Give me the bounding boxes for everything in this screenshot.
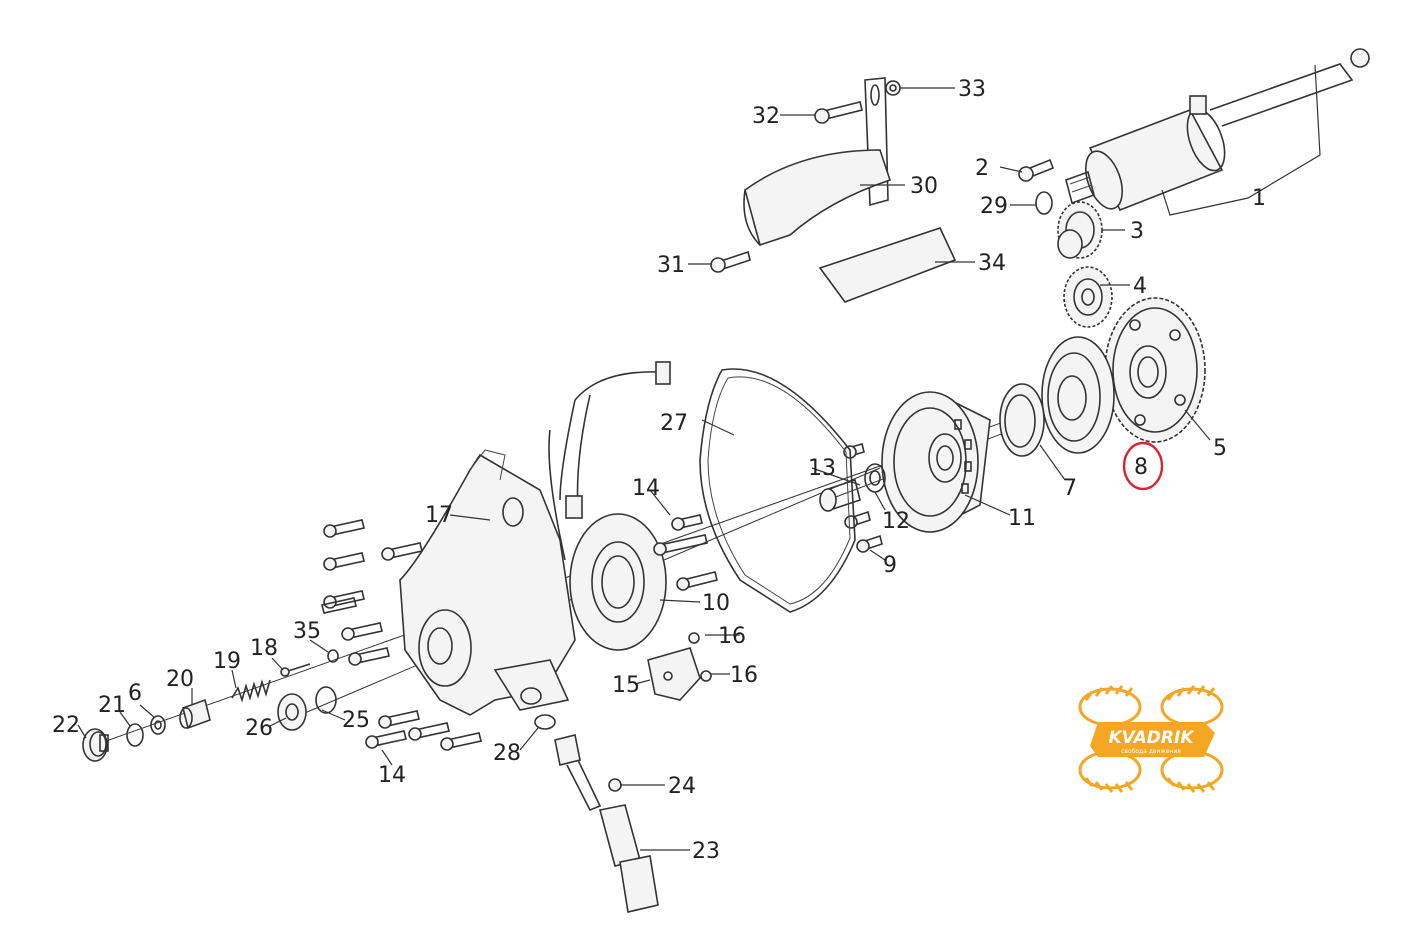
callout-23: 23 (692, 839, 720, 864)
callout-3: 3 (1130, 219, 1144, 244)
bolt-24 (608, 778, 622, 792)
o-ring-29 (1035, 191, 1053, 215)
bolt-2 (1018, 158, 1055, 182)
callout-25: 25 (342, 708, 370, 733)
bracket-15 (647, 647, 701, 701)
callout-26: 26 (245, 716, 273, 741)
callout-32: 32 (752, 104, 780, 129)
callout-35: 35 (293, 619, 321, 644)
o-ring-25 (315, 686, 337, 714)
callout-24: 24 (668, 774, 696, 799)
callout-labels: 1 2 3 4 5 6 7 8 9 10 11 12 13 14 14 15 1… (52, 77, 1266, 864)
spacer-ring-7 (999, 383, 1045, 457)
callout-30: 30 (910, 174, 938, 199)
highlight-circle-callout-8 (1122, 441, 1164, 491)
bolt-32 (814, 101, 863, 124)
callout-31: 31 (657, 253, 685, 278)
kvadrik-logo: KVADRIK свобода движения (1078, 685, 1224, 793)
heat-shield-assembly (710, 77, 957, 303)
callout-4: 4 (1133, 274, 1147, 299)
nut-33 (885, 80, 901, 96)
callout-19: 19 (213, 649, 241, 674)
callout-33: 33 (958, 77, 986, 102)
callout-21: 21 (98, 693, 126, 718)
washer-35 (327, 649, 339, 663)
o-ring-28 (534, 714, 556, 730)
logo-body (1090, 722, 1215, 757)
sleeve-20 (179, 698, 211, 730)
bolts-9 (844, 510, 883, 553)
callout-13: 13 (808, 456, 836, 481)
callout-16-lower: 16 (730, 663, 758, 688)
reduction-gear-4 (1063, 266, 1113, 328)
bolts-16 (688, 632, 712, 682)
starter-driven-gear-5 (1104, 297, 1206, 443)
plug-22 (82, 728, 109, 762)
callout-11: 11 (1008, 506, 1036, 531)
callout-10: 10 (702, 591, 730, 616)
callout-9: 9 (883, 553, 897, 578)
callout-22: 22 (52, 713, 80, 738)
logo-name: KVADRIK (1108, 728, 1195, 748)
callout-2: 2 (975, 156, 989, 181)
cover-gasket-27 (699, 368, 856, 613)
callout-18: 18 (250, 636, 278, 661)
magneto-cover-17 (399, 449, 576, 716)
callout-1: 1 (1252, 186, 1266, 211)
speed-sensor-23 (554, 734, 659, 913)
cover-bolts (321, 519, 482, 751)
starter-motor (1065, 48, 1370, 212)
callout-20: 20 (166, 667, 194, 692)
callout-16-upper: 16 (718, 624, 746, 649)
callout-15: 15 (612, 673, 640, 698)
spring-19 (231, 679, 271, 703)
logo-tagline: свобода движения (1121, 748, 1181, 755)
callout-8: 8 (1134, 455, 1148, 480)
washer-6 (150, 715, 166, 735)
bolt-31 (710, 250, 751, 273)
bolts-14-upper (653, 514, 718, 591)
callout-14-lower: 14 (378, 763, 406, 788)
logo-tread-marks (1084, 685, 1216, 793)
callout-14-upper: 14 (632, 476, 660, 501)
leader-lines (77, 64, 1321, 851)
callout-28: 28 (493, 741, 521, 766)
one-way-clutch-8 (1041, 336, 1115, 454)
callout-7: 7 (1063, 476, 1077, 501)
idler-gear-3 (1057, 201, 1103, 259)
callout-29: 29 (980, 194, 1008, 219)
callout-17: 17 (425, 503, 453, 528)
callout-34: 34 (978, 251, 1006, 276)
callout-12: 12 (882, 509, 910, 534)
o-ring-21 (126, 723, 144, 747)
callout-6: 6 (128, 681, 142, 706)
stator-10 (548, 361, 671, 651)
gear-26 (277, 693, 307, 731)
callout-5: 5 (1213, 436, 1227, 461)
callout-27: 27 (660, 411, 688, 436)
flywheel-rotor-11 (881, 391, 991, 533)
